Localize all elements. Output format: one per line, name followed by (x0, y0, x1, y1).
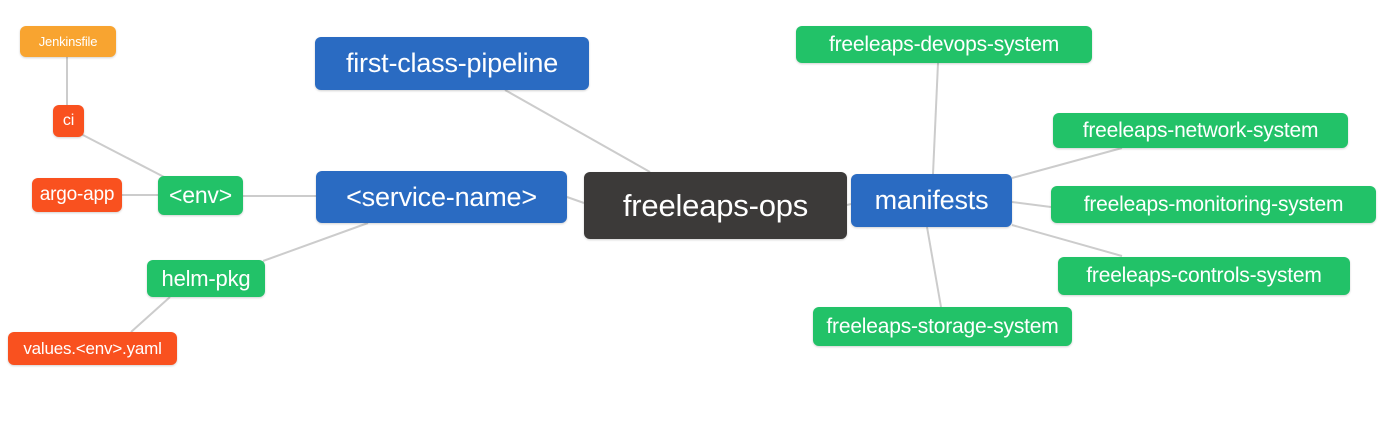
node-freeleaps-controls-system[interactable]: freeleaps-controls-system (1058, 257, 1350, 295)
node-first-class-pipeline[interactable]: first-class-pipeline (315, 37, 589, 90)
node-manifests[interactable]: manifests (851, 174, 1012, 227)
edge-manifests-network (1011, 147, 1123, 179)
node-freeleaps-devops-system[interactable]: freeleaps-devops-system (796, 26, 1092, 63)
edge-manifests-storage (926, 226, 942, 308)
node-service-name[interactable]: <service-name> (316, 171, 567, 223)
node-values-env-yaml[interactable]: values.<env>.yaml (8, 332, 177, 365)
edge-manifests-devops (932, 62, 939, 175)
edge-manifests-controls (1011, 224, 1123, 257)
edge-service-name-helm-pkg (262, 222, 369, 262)
node-ci[interactable]: ci (53, 105, 84, 137)
node-helm-pkg[interactable]: helm-pkg (147, 260, 265, 297)
node-jenkinsfile[interactable]: Jenkinsfile (20, 26, 116, 57)
edge-pipeline-freeleaps-ops (504, 89, 651, 173)
node-env[interactable]: <env> (158, 176, 243, 215)
node-argo-app[interactable]: argo-app (32, 178, 122, 212)
edge-manifests-monitoring (1011, 201, 1052, 208)
edge-ci-env (80, 133, 167, 179)
edge-helm-pkg-values (130, 296, 171, 333)
edge-service-freeleaps-ops (566, 196, 585, 204)
node-freeleaps-network-system[interactable]: freeleaps-network-system (1053, 113, 1348, 148)
node-freeleaps-ops[interactable]: freeleaps-ops (584, 172, 847, 239)
node-freeleaps-monitoring-system[interactable]: freeleaps-monitoring-system (1051, 186, 1376, 223)
node-freeleaps-storage-system[interactable]: freeleaps-storage-system (813, 307, 1072, 346)
